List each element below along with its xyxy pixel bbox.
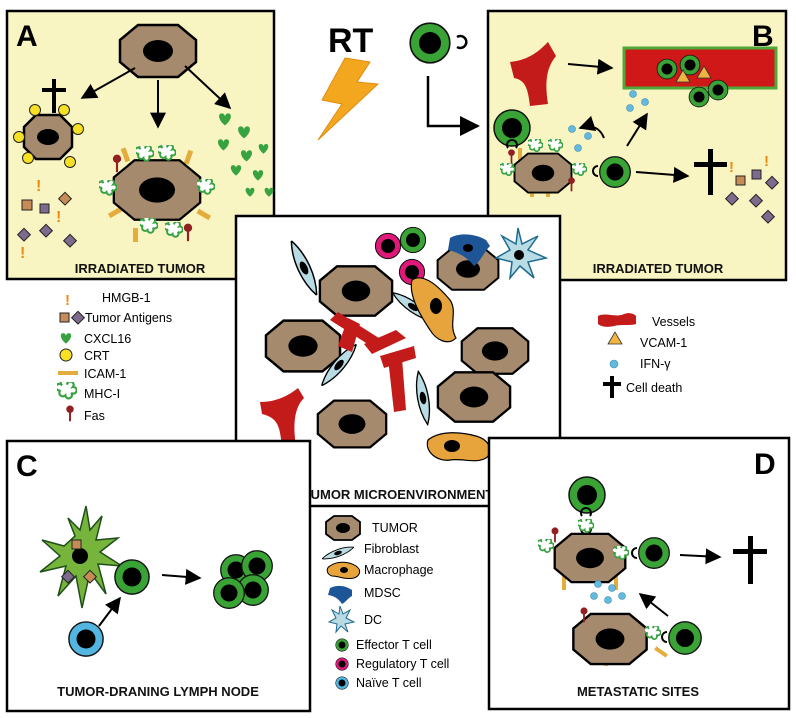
svg-text:!: ! [20, 245, 25, 262]
panel-b-title: IRRADIATED TUMOR [593, 261, 724, 276]
ifn-gamma-cluster [568, 90, 649, 152]
legend-label-icam1: ICAM-1 [84, 367, 126, 381]
panel-a: A [5, 9, 276, 281]
cell-death-icon [42, 79, 66, 113]
legend-label-crt: CRT [84, 349, 110, 363]
legend-label-naive-t-cell: Naïve T cell [356, 676, 422, 690]
legend-label-macrophage: Macrophage [364, 563, 434, 577]
legend-label-mhc1: MHC-I [84, 387, 120, 401]
effector-t-cell-icon [409, 22, 451, 64]
vessel-icon [510, 42, 556, 106]
mhc1-icon [57, 382, 77, 400]
panel-center-title: TUMOR MICROENVIRONMENT [303, 487, 494, 502]
lightning-icon [317, 57, 380, 141]
svg-text:!: ! [36, 178, 41, 195]
svg-text:!: ! [729, 159, 734, 176]
panel-c-letter: C [16, 450, 38, 483]
naive-t-cell-icon [335, 676, 349, 690]
legend-label-fas: Fas [84, 409, 105, 423]
svg-text:!: ! [764, 153, 769, 170]
legend-label-cell-death: Cell death [626, 381, 682, 395]
tumor-cell-mhc [99, 145, 215, 242]
legend-label-effector-t-cell: Effector T cell [356, 638, 432, 652]
regulatory-t-cell-icon [335, 657, 349, 671]
cell-death-icon [603, 376, 621, 398]
ifn-gamma-icon [609, 359, 619, 369]
legend-right: Vessels VCAM-1 IFN-γ Cell death [598, 313, 695, 398]
effector-t-cell-icon [335, 638, 349, 652]
rt-header: RT [317, 22, 480, 141]
panel-c-title: TUMOR-DRANING LYMPH NODE [57, 684, 259, 699]
legend-label-regulatory-t-cell: Regulatory T cell [356, 657, 449, 671]
panel-c: C TUMOR-DRANING LYMPH NODE [5, 439, 312, 713]
cell-death-icon [733, 536, 767, 584]
legend-label-cxcl16: CXCL16 [84, 332, 131, 346]
dc-icon [327, 605, 356, 634]
hmgb1-icon: ! [65, 292, 70, 309]
legend-label-vcam1: VCAM-1 [640, 336, 687, 350]
legend-label-hmgb1: HMGB-1 [102, 291, 151, 305]
mdsc-icon [328, 585, 352, 604]
legend-label-vessels: Vessels [652, 315, 695, 329]
panel-d: D METASTATIC SITES [487, 436, 791, 711]
legend-label-mdsc: MDSC [364, 586, 401, 600]
hmgb1-antigens: ! ! ! [16, 178, 78, 262]
fas-icon [66, 405, 74, 422]
legend-left: ! [57, 292, 86, 422]
legend-label-fibroblast: Fibroblast [364, 542, 419, 556]
legend-label-dc: DC [364, 613, 382, 627]
legend-label-tumor-antigens: Tumor Antigens [85, 311, 172, 325]
vessels-icon [598, 313, 636, 327]
naive-t-cell-icon [68, 621, 104, 657]
tumor-cell-crt [13, 104, 84, 168]
vcam1-icon [607, 331, 623, 345]
icam1-icon [58, 371, 78, 375]
panel-d-letter: D [754, 448, 776, 481]
legend-left-labels: HMGB-1 Tumor Antigens CXCL16 CRT ICAM-1 … [84, 291, 172, 423]
panel-d-title: METASTATIC SITES [577, 684, 699, 699]
tumor-antigens-icon [59, 312, 70, 323]
legend-bottom: TUMOR Fibroblast Macrophage MDSC DC Effe… [320, 515, 449, 690]
fibroblast-icon [320, 543, 356, 563]
rt-label: RT [328, 22, 374, 60]
panel-a-letter: A [16, 20, 38, 53]
panel-a-title: IRRADIATED TUMOR [75, 261, 206, 276]
svg-text:!: ! [56, 209, 61, 226]
legend-label-ifn-gamma: IFN-γ [640, 357, 671, 371]
cell-death-icon [694, 149, 727, 195]
panel-b-letter: B [752, 20, 774, 53]
crt-icon [59, 348, 73, 362]
legend-label-tumor: TUMOR [372, 521, 418, 535]
cxcl16-icon [60, 333, 72, 344]
